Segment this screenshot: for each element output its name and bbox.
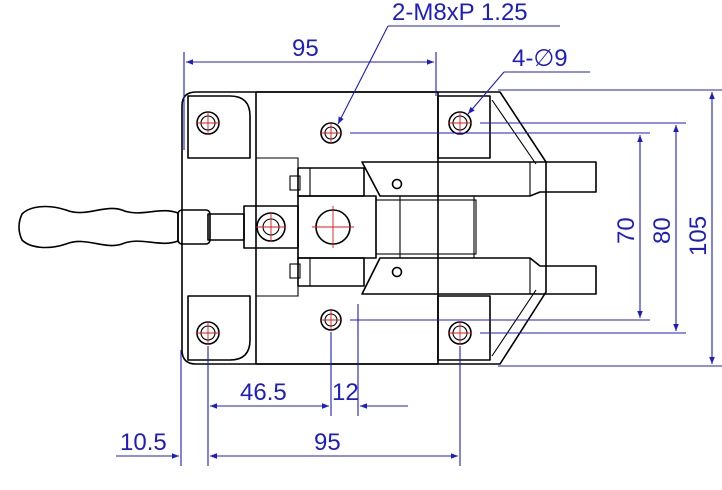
base-plate-edge [491,99,537,357]
right-upper-tab [437,95,491,159]
dimension-labels: 95 2-M8xP 1.25 4-∅9 46.5 12 10.5 95 70 8… [120,0,712,456]
dimension-lines [116,25,722,466]
handle-shaft [207,213,245,241]
label-height-80: 80 [649,217,676,244]
lower-guide [297,257,365,287]
lower-guide-bolt [289,263,301,279]
label-through-holes: 4-∅9 [512,45,568,72]
central-block [255,91,439,365]
label-top-95: 95 [292,35,319,62]
center-mark-bl [196,321,220,345]
label-height-105: 105 [685,216,712,256]
label-bottom-95: 95 [314,429,341,456]
handle-grip [18,205,179,249]
label-height-70: 70 [613,217,640,244]
arm-hole-lower [391,266,403,278]
label-offset-10-5: 10.5 [120,429,167,456]
upper-guide [297,167,365,197]
center-mark-tr [448,111,472,135]
center-mark-tap-top [321,123,341,143]
plunger-bar [375,199,477,255]
center-mark-br [448,321,472,345]
right-lower-tab [437,295,491,361]
center-marks [196,111,472,345]
label-tapped-holes: 2-M8xP 1.25 [392,0,528,26]
label-offset-12: 12 [332,379,359,406]
leader-tapped [337,25,389,125]
center-mark-knuckle [256,212,286,242]
upper-guide-bolt [289,175,301,191]
arm-hole-upper [391,178,403,190]
center-mark-pivot [312,206,354,248]
center-mark-tap-bottom [321,310,341,330]
center-mark-tl [196,111,220,135]
left-upper-tab [187,95,251,159]
left-lower-tab [187,295,251,361]
leader-through [467,71,505,115]
arm-taper-lines [361,161,531,295]
label-offset-46-5: 46.5 [240,379,287,406]
